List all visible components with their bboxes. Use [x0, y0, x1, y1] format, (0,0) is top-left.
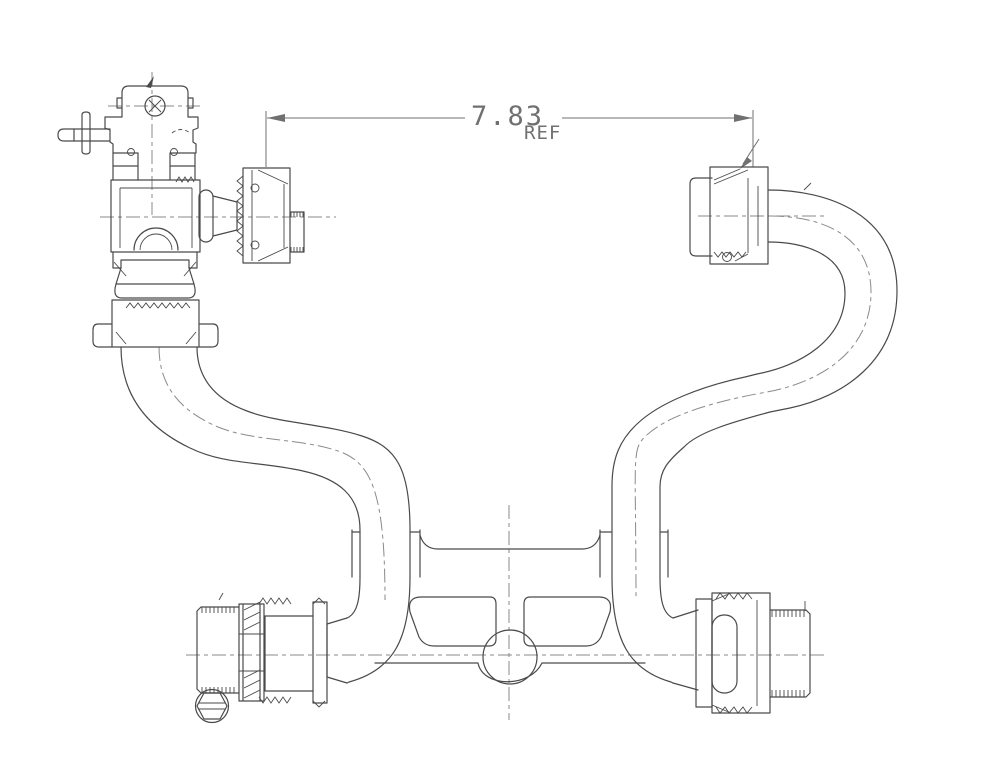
bonnet-bolt-left	[127, 148, 135, 156]
pack-nut-ears	[92, 323, 219, 348]
u-bend-outer-wall	[659, 189, 898, 531]
u-bend-inner-wall	[611, 241, 846, 531]
left-male-tick	[218, 592, 224, 601]
yoke-window-right	[523, 596, 612, 647]
angle-valve-assembly	[57, 76, 305, 348]
hex-bolt-slot	[199, 702, 225, 710]
lower-chamfer-ticks	[113, 261, 197, 277]
centerlines	[100, 72, 872, 720]
right-male-end	[769, 609, 811, 698]
right-nut-flange	[695, 598, 713, 708]
valve-ball-dome	[133, 227, 179, 251]
bonnet-bolt-right	[170, 148, 178, 156]
right-union-thread-zigzag	[713, 251, 747, 258]
cap-bolt-hole	[144, 95, 166, 117]
inlet-fitting-left	[194, 592, 348, 724]
left-coupling-nut	[264, 615, 314, 692]
valve-cap-tabs	[116, 97, 194, 109]
pack-nut-bottom	[111, 329, 200, 348]
dimension-suffix-text: REF	[524, 122, 561, 144]
meter-spud-threads-left	[290, 212, 304, 252]
left-pipe-in-socket	[359, 529, 411, 578]
valve-skirt	[115, 267, 195, 285]
right-nut-zigzag-bottom	[715, 706, 753, 714]
left-reducer-cone	[326, 617, 348, 684]
right-top-union	[689, 166, 769, 265]
dimension-arrow-left	[267, 114, 285, 122]
union-nut-chamfers	[251, 169, 289, 262]
dimension-arrow-right	[734, 114, 752, 122]
valve-cap	[121, 85, 189, 118]
right-elbow	[611, 576, 674, 684]
right-male-threads-top	[771, 610, 805, 617]
lock-wing-lever	[57, 128, 111, 142]
right-nut-chamfers	[711, 592, 732, 714]
right-nut-oval	[711, 614, 738, 694]
hidden-thread-arc	[171, 129, 191, 134]
packing-spring-zigzag	[175, 176, 195, 183]
left-elbow	[346, 576, 411, 684]
valve-ball-inner	[139, 233, 173, 251]
lock-pin	[81, 111, 91, 155]
pack-nut-thread-zigzag	[125, 302, 191, 309]
left-male-end	[196, 606, 240, 694]
valve-lower-steps	[112, 251, 198, 269]
yoke-bottom-edge	[374, 662, 646, 683]
yoke-bar	[346, 529, 674, 685]
hex-bolt-circle	[194, 688, 230, 724]
right-pipe-centerline	[634, 215, 872, 601]
right-coupling-nut	[711, 592, 771, 714]
cap-bolt-cross	[148, 99, 162, 113]
right-nut-zigzag-top	[715, 592, 753, 600]
gasket-band	[238, 603, 265, 702]
outlet-taper	[212, 195, 238, 237]
left-pipe-outer-wall	[120, 346, 361, 531]
right-u-bend-pipe	[611, 182, 898, 531]
pack-nut-corner-ticks	[115, 331, 197, 345]
right-socket-collar	[599, 529, 669, 578]
meter-union-nut-right	[709, 166, 769, 265]
union-thread-zigzag	[236, 175, 244, 257]
left-nut-thread-zigzag-top	[258, 597, 292, 605]
right-union-detail-tick	[734, 253, 749, 262]
outlet-fitting-right	[672, 592, 811, 714]
right-pipe-in-socket	[611, 529, 661, 578]
chamber-inner-lines	[119, 187, 193, 248]
dimension-annotation: 7.83 REF	[265, 101, 760, 169]
dimension-value-text: 7.83	[471, 101, 544, 132]
cap-pointer-tick	[146, 76, 154, 88]
right-male-threads-bottom	[771, 690, 805, 697]
left-nut-flange	[312, 601, 328, 704]
u-bend-surface-tick	[803, 182, 812, 191]
pack-nut-body	[111, 299, 200, 331]
union-detail-circle-top	[250, 183, 260, 193]
right-union-detail-circle	[722, 252, 732, 262]
leader-arrowhead	[740, 157, 752, 169]
right-union-inner-lines	[747, 178, 759, 253]
union-back-flange	[689, 177, 713, 257]
valve-shoulders	[104, 116, 199, 154]
center-boss-hole	[482, 629, 538, 685]
gasket-bore-lines	[239, 633, 264, 672]
outlet-flange-oval	[198, 189, 214, 243]
valve-flare	[114, 283, 196, 299]
left-socket-collar	[351, 529, 421, 578]
union-detail-circle-bottom	[250, 240, 260, 250]
left-s-pipe	[120, 346, 411, 531]
gasket-hatching	[243, 601, 261, 699]
hex-bolt-hexagon	[196, 692, 228, 720]
left-flange-jags	[312, 597, 326, 708]
yoke-window-left	[408, 596, 497, 647]
right-expander-cone	[672, 609, 699, 691]
meter-spud-left	[289, 211, 305, 253]
left-pipe-inner-wall	[196, 346, 411, 531]
yoke-bridge-top	[419, 534, 601, 550]
left-male-threads-top	[201, 607, 235, 613]
meter-union-nut-left	[242, 167, 291, 264]
right-union-chamfer	[713, 168, 749, 185]
left-pipe-centerline	[158, 346, 386, 601]
valve-chamber	[110, 179, 201, 253]
